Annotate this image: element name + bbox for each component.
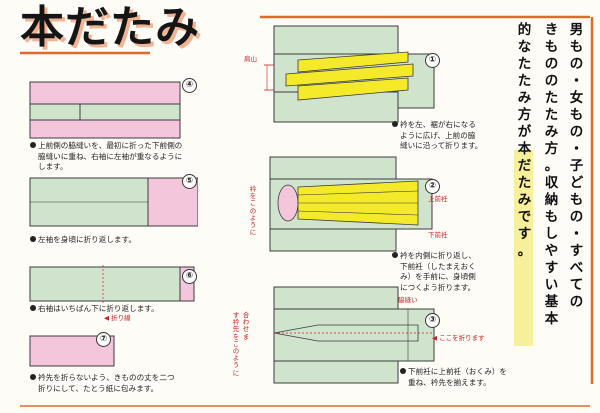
lead-column-3: 的なたたみ方が本だたみです。	[517, 22, 532, 259]
step1-label-kata: 肩山	[244, 55, 257, 63]
step1-number: ①	[425, 53, 440, 68]
step5-figure	[29, 177, 198, 227]
lead-column-1: 男もの・女もの・子どもの・すべての	[569, 22, 584, 310]
step7-caption: 衿先を折らないよう、きものの丈を二つ 折りにして、たとう紙に包みます。	[30, 373, 175, 394]
step2-label-eri: 衿をこのように	[249, 185, 257, 237]
page-title: 本だたみ	[20, 2, 200, 53]
step2-label-upper: 上前衽	[428, 195, 448, 203]
step1-caption: 衿を左、裾が右になる ように広げ、上前の脇 縫いに沿って折ります。	[392, 120, 482, 152]
step7-figure	[29, 335, 115, 367]
step5-number: ⑤	[182, 174, 197, 189]
step6-label-fold: ◀ 折り線	[104, 314, 131, 322]
step3-caption: 下前衽に上前衽（おくみ）を 重ね、衿先を揃えます。	[400, 367, 507, 388]
step6-caption: 右袖はいちばん下に折り返します。	[30, 304, 159, 315]
step4-caption: 上前側の脇縫いを、最初に折った下前側の 脇縫いに重ね、右袖に左袖が重なるように …	[30, 141, 182, 173]
step2-caption: 衿を内側に折り返し、 下前衽（したまえおく み）を手前に、身頃側 につくよう折り…	[392, 251, 476, 293]
step1-figure	[264, 25, 435, 123]
step2-number: ②	[425, 179, 440, 194]
step6-figure	[29, 265, 195, 305]
step7-number: ⑦	[96, 332, 111, 347]
step3-figure	[273, 286, 435, 384]
step3-label-hem: ◀ ここを折ります	[432, 334, 485, 342]
step4-figure	[29, 81, 181, 139]
step2-figure	[269, 156, 433, 252]
step3-number: ③	[425, 313, 440, 328]
step3-label-eri-a: す衿先をこのように	[232, 311, 240, 377]
step6-number: ⑥	[182, 269, 197, 284]
step4-number: ④	[182, 78, 197, 93]
lead-column-2: きもののたたみ方。収納もしやすい基本	[544, 22, 559, 327]
step3-label-eri-b: 合わせま	[242, 311, 250, 341]
step5-caption: 左袖を身頃に折り返します。	[30, 235, 136, 246]
step2-label-lower: 下前衽	[428, 231, 448, 239]
step3-label-seam: 脇縫い	[398, 296, 418, 304]
